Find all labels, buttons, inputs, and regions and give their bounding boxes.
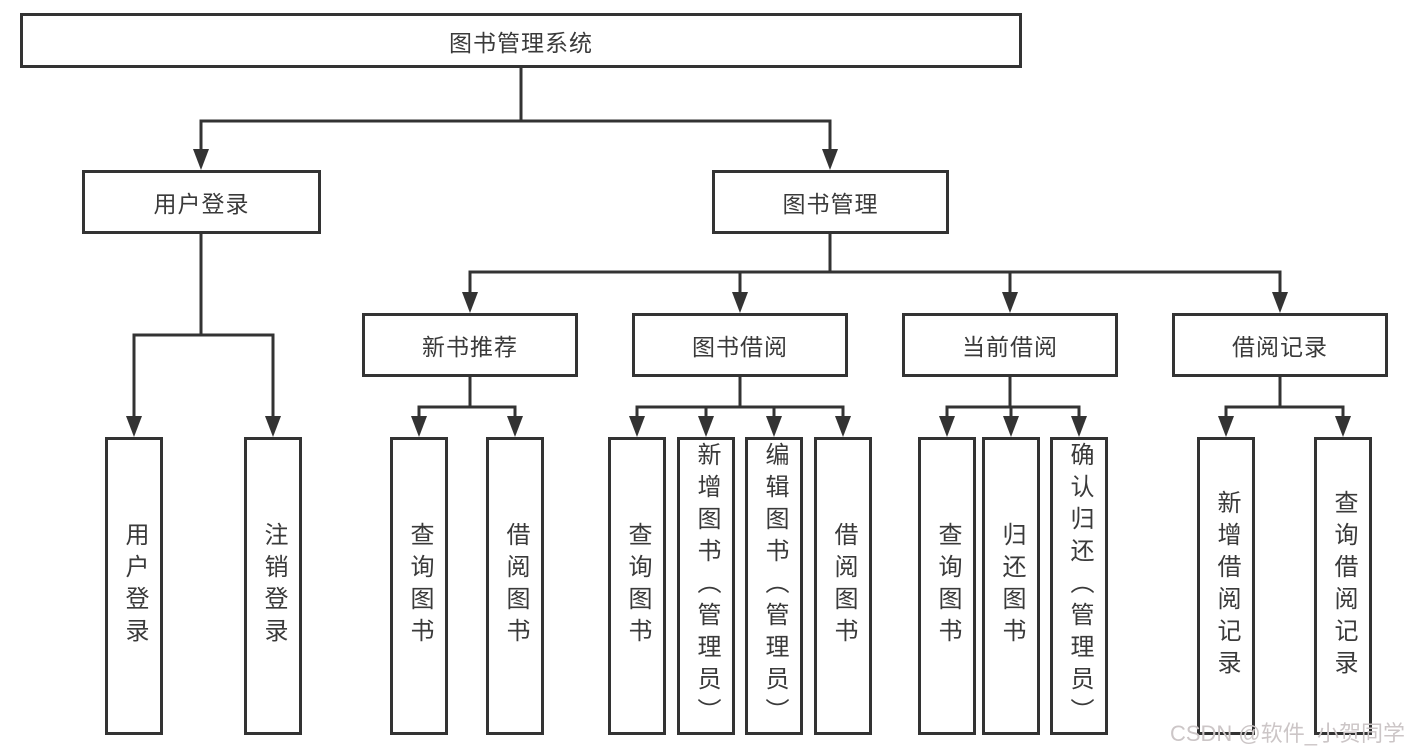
leaf-label: 查询图书 <box>406 522 433 650</box>
leaf-label: 借阅图书 <box>502 522 529 650</box>
leaf-label: 新增图书（管理员） <box>693 442 720 730</box>
leaf-label: 查询借阅记录 <box>1330 490 1357 682</box>
node-leaf-add-borrow-record: 新增借阅记录 <box>1197 437 1255 735</box>
node-borrowing-records-label: 借阅记录 <box>1232 334 1328 360</box>
node-leaf-return-books: 归还图书 <box>982 437 1040 735</box>
leaf-label: 查询图书 <box>624 522 651 650</box>
node-leaf-query-books-2: 查询图书 <box>608 437 666 735</box>
node-book-borrowing: 图书借阅 <box>632 313 848 377</box>
node-leaf-borrow-books-2: 借阅图书 <box>814 437 872 735</box>
node-root-label: 图书管理系统 <box>449 29 593 56</box>
node-current-borrowing-label: 当前借阅 <box>962 334 1058 360</box>
node-book-borrowing-label: 图书借阅 <box>692 334 788 360</box>
node-root: 图书管理系统 <box>20 13 1022 68</box>
node-new-book-recommend: 新书推荐 <box>362 313 578 377</box>
node-leaf-add-books-admin: 新增图书（管理员） <box>677 437 735 735</box>
node-borrowing-records: 借阅记录 <box>1172 313 1388 377</box>
node-current-borrowing: 当前借阅 <box>902 313 1118 377</box>
node-user-login-label: 用户登录 <box>153 191 250 217</box>
node-leaf-query-borrow-record: 查询借阅记录 <box>1314 437 1372 735</box>
leaf-label: 归还图书 <box>998 522 1025 650</box>
node-book-management: 图书管理 <box>712 170 949 234</box>
leaf-label: 用户登录 <box>121 522 148 650</box>
leaf-label: 新增借阅记录 <box>1213 490 1240 682</box>
node-leaf-user-login: 用户登录 <box>105 437 163 735</box>
node-book-management-label: 图书管理 <box>782 191 879 217</box>
node-user-login: 用户登录 <box>82 170 321 234</box>
node-leaf-borrow-books-1: 借阅图书 <box>486 437 544 735</box>
node-leaf-edit-books-admin: 编辑图书（管理员） <box>745 437 803 735</box>
leaf-label: 确认归还（管理员） <box>1066 442 1093 730</box>
leaf-label: 借阅图书 <box>830 522 857 650</box>
leaf-label: 注销登录 <box>260 522 287 650</box>
node-leaf-logout: 注销登录 <box>244 437 302 735</box>
csdn-watermark: CSDN @软件_小贺同学 <box>1169 721 1405 746</box>
node-leaf-confirm-return-admin: 确认归还（管理员） <box>1050 437 1108 735</box>
leaf-label: 查询图书 <box>934 522 961 650</box>
leaf-label: 编辑图书（管理员） <box>761 442 788 730</box>
node-leaf-query-books-3: 查询图书 <box>918 437 976 735</box>
node-new-book-recommend-label: 新书推荐 <box>422 334 518 360</box>
node-leaf-query-books-1: 查询图书 <box>390 437 448 735</box>
